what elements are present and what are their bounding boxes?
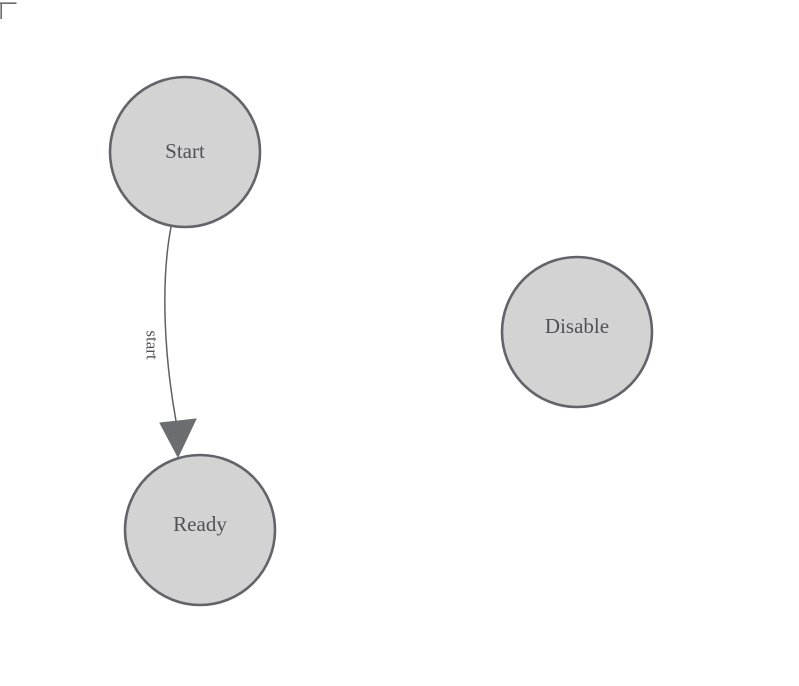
node-start-circle[interactable] <box>108 75 262 229</box>
node-ready[interactable]: Ready <box>123 453 277 607</box>
node-ready-label: Ready <box>173 512 227 536</box>
edge-line <box>164 226 177 422</box>
viewport-corner-mark <box>0 2 17 19</box>
node-start-label: Start <box>165 139 205 163</box>
node-disable-circle[interactable] <box>500 255 654 409</box>
node-disable[interactable]: Disable <box>500 255 654 409</box>
node-disable-label: Disable <box>545 314 609 338</box>
node-ready-circle[interactable] <box>123 453 277 607</box>
edge-label-start: start <box>143 330 162 360</box>
node-start[interactable]: Start <box>108 75 262 229</box>
edge-start-to-ready[interactable]: start <box>143 226 197 459</box>
edge-arrowhead-icon <box>159 418 197 459</box>
